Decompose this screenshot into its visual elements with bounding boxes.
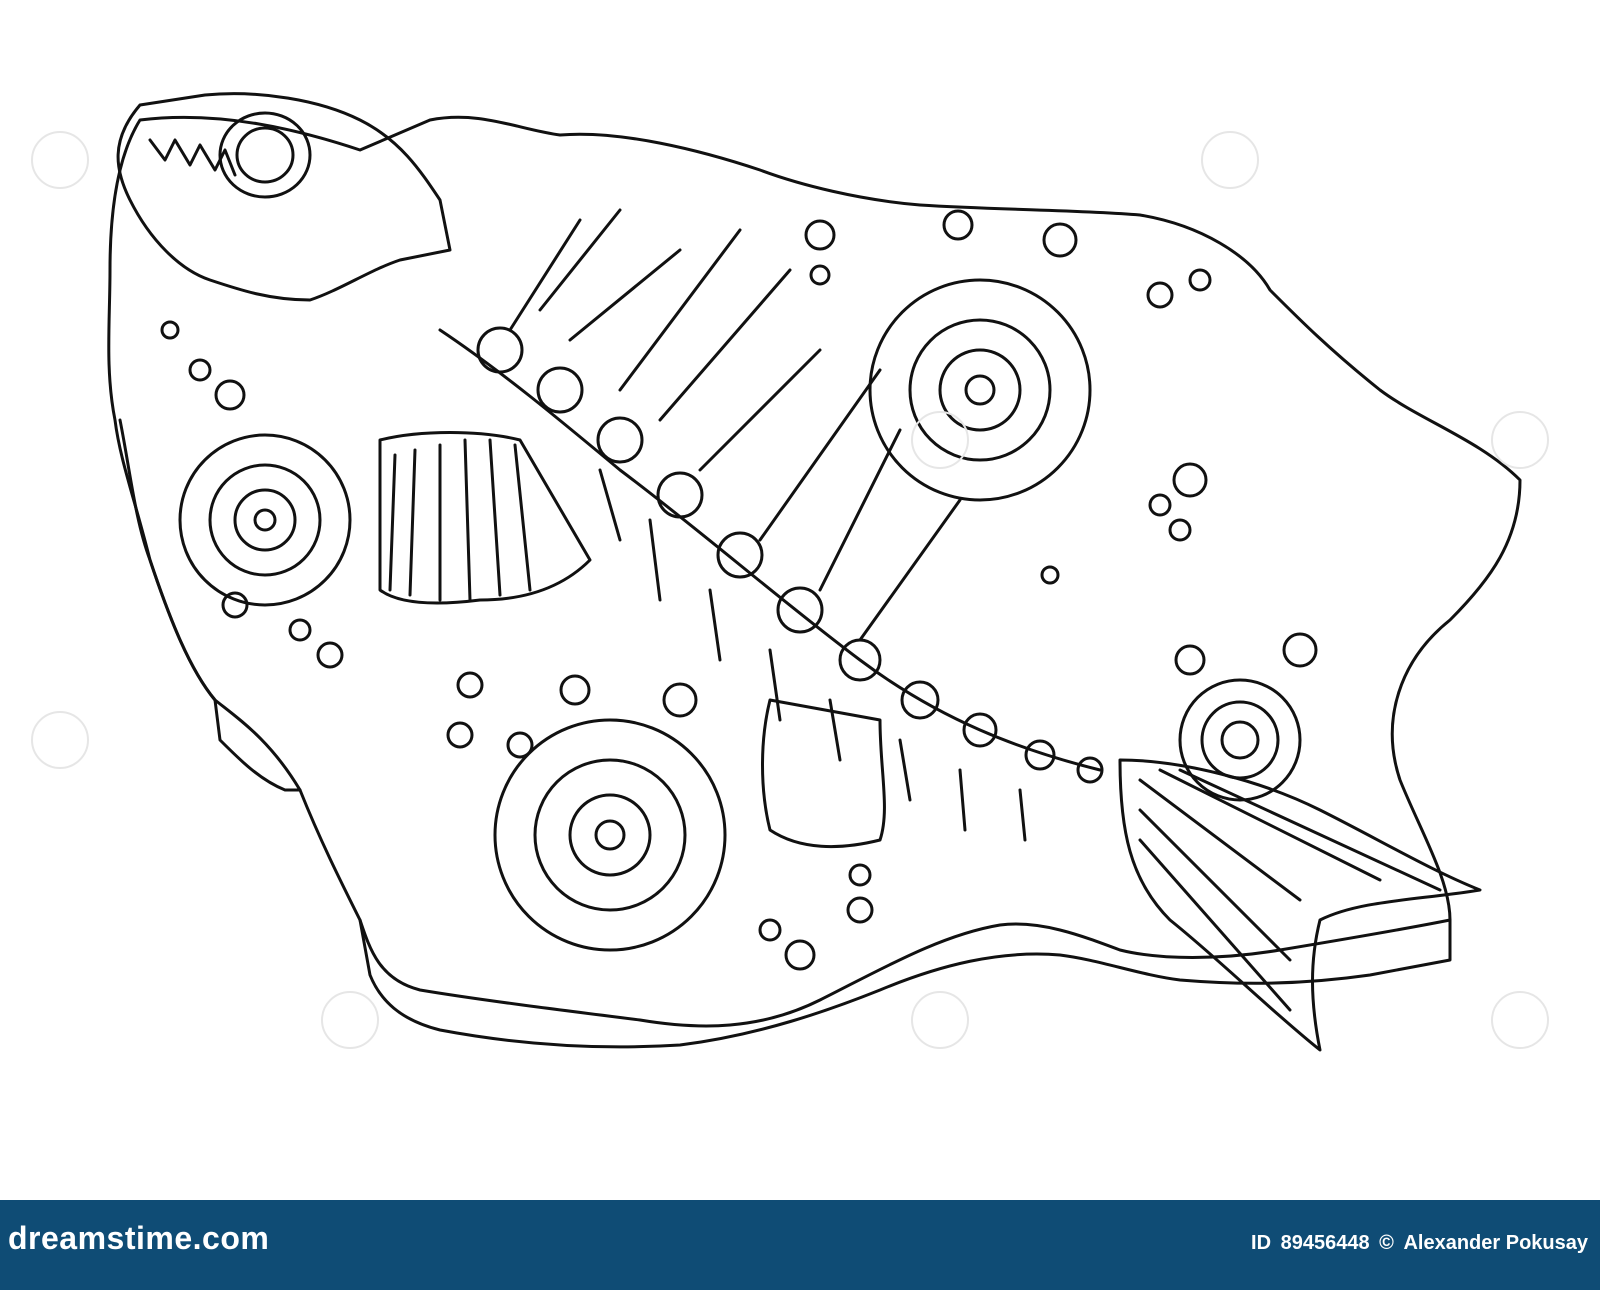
copyright-symbol: © <box>1379 1232 1394 1254</box>
vertebrae <box>476 326 1104 784</box>
id-number: 89456448 <box>1280 1232 1370 1254</box>
id-label: ID <box>1251 1232 1272 1254</box>
tail-fin <box>1118 758 1482 1052</box>
slab-edge-bottom <box>358 918 1452 1049</box>
brand-logo[interactable]: dreamstime.com <box>8 1220 270 1256</box>
swirl-icon <box>31 711 89 769</box>
ribs <box>508 208 1027 842</box>
fossil-illustration <box>31 92 1549 1052</box>
pectoral-fin <box>378 431 592 605</box>
swirl-icon <box>321 991 379 1049</box>
ammonite-shell <box>1178 678 1302 802</box>
author-name[interactable]: Alexander Pokusay <box>1403 1232 1588 1254</box>
swirl-icon <box>911 991 969 1049</box>
fish-teeth <box>148 138 237 177</box>
fin-rays <box>388 438 532 602</box>
swirl-icon <box>911 411 969 469</box>
ammonite-shell <box>178 433 352 607</box>
swirl-icon <box>1201 131 1259 189</box>
swirl-icon <box>31 131 89 189</box>
anal-fin <box>761 698 886 848</box>
ammonite-shell <box>868 278 1092 502</box>
fish-eye <box>235 126 295 184</box>
footer-bar: dreamstime.com ID 89456448 © Alexander P… <box>0 1200 1600 1290</box>
bubbles <box>160 209 1318 971</box>
stone-slab <box>107 115 1522 1028</box>
tail-rays <box>1138 768 1442 1012</box>
ammonite-shell <box>493 718 727 952</box>
swirl-icon <box>1491 411 1549 469</box>
fish-spine <box>438 328 1102 772</box>
fish-eye-socket <box>218 111 312 199</box>
image-credit: ID 89456448 © Alexander Pokusay <box>1247 1232 1588 1255</box>
watermark <box>31 131 1549 1049</box>
swirl-icon <box>1491 991 1549 1049</box>
slab-edge <box>118 418 302 792</box>
fish-skull <box>116 92 452 302</box>
